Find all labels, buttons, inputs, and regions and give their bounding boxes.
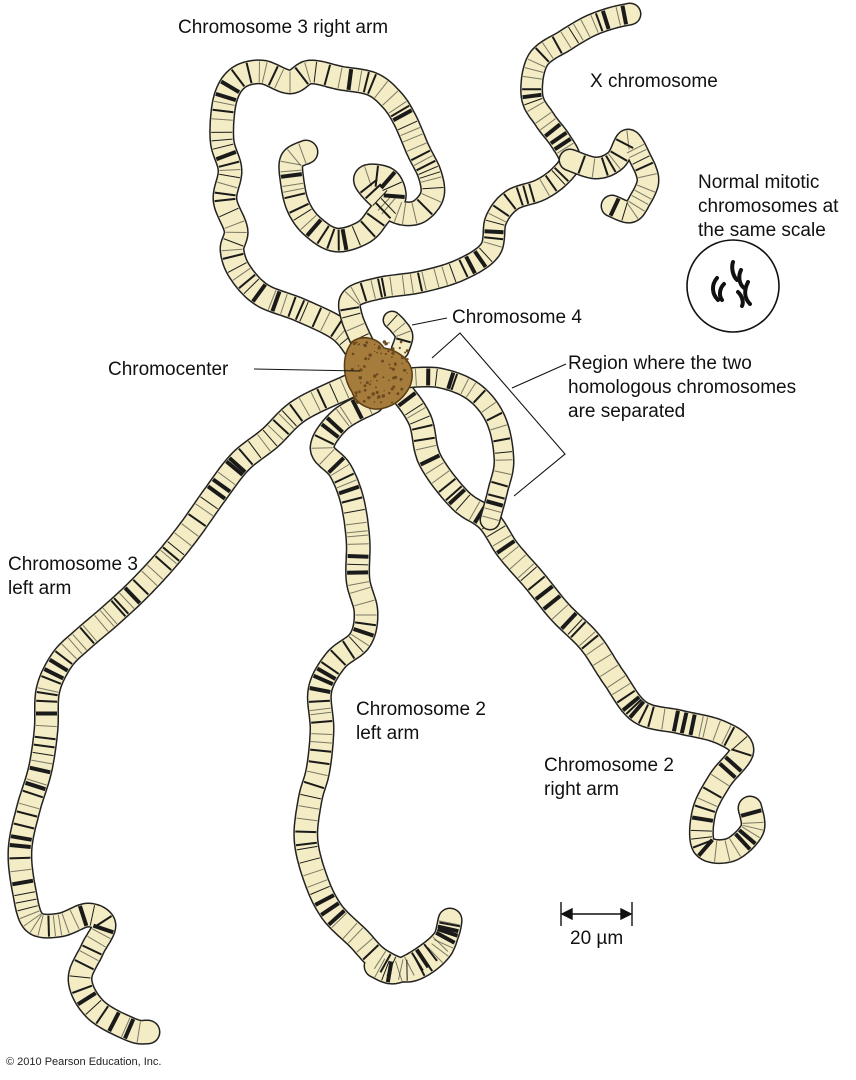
chromocenter-shape	[343, 336, 413, 410]
chromosome-3-left-arm	[7, 372, 365, 1045]
chromocenter-leader	[253, 368, 361, 372]
mitotic-chromosomes-icon	[711, 260, 752, 308]
normal-mitotic-label: Normal mitotic chromosomes at the same s…	[698, 172, 839, 241]
chromosome-3-left-arm-label: Chromosome 3 left arm	[8, 554, 138, 599]
chromosome-2-right-arm-label: Chromosome 2 right arm	[544, 755, 674, 800]
homolog-separated-strand	[393, 366, 515, 531]
chromocenter-texture	[350, 340, 409, 405]
chromocenter-label: Chromocenter	[108, 359, 229, 380]
chromosome-3-right-arm	[209, 59, 446, 368]
copyright-text: © 2010 Pearson Education, Inc.	[6, 1056, 162, 1068]
chromosome-arms	[7, 2, 766, 1045]
region-leader	[511, 363, 567, 389]
chromosome-2-left-arm	[293, 389, 463, 985]
region-separated-label: Region where the two homologous chromoso…	[568, 353, 797, 422]
leader-lines	[253, 317, 567, 497]
chromosome-4	[382, 310, 414, 360]
x-chromosome-loop	[558, 128, 660, 224]
chromosome-4-leader	[411, 317, 448, 326]
region-bracket	[431, 332, 566, 497]
chromosome-3-right-arm-label: Chromosome 3 right arm	[178, 17, 389, 38]
scale-bar-label: 20 µm	[570, 928, 624, 949]
mitotic-chromosomes-circle	[686, 239, 780, 333]
chromosome-4-label: Chromosome 4	[452, 307, 582, 328]
x-chromosome-label: X chromosome	[590, 71, 718, 92]
scale-bar	[560, 902, 633, 926]
chromosome-2-right-arm	[387, 377, 766, 865]
chromosome-2-left-arm-label: Chromosome 2 left arm	[356, 699, 486, 744]
